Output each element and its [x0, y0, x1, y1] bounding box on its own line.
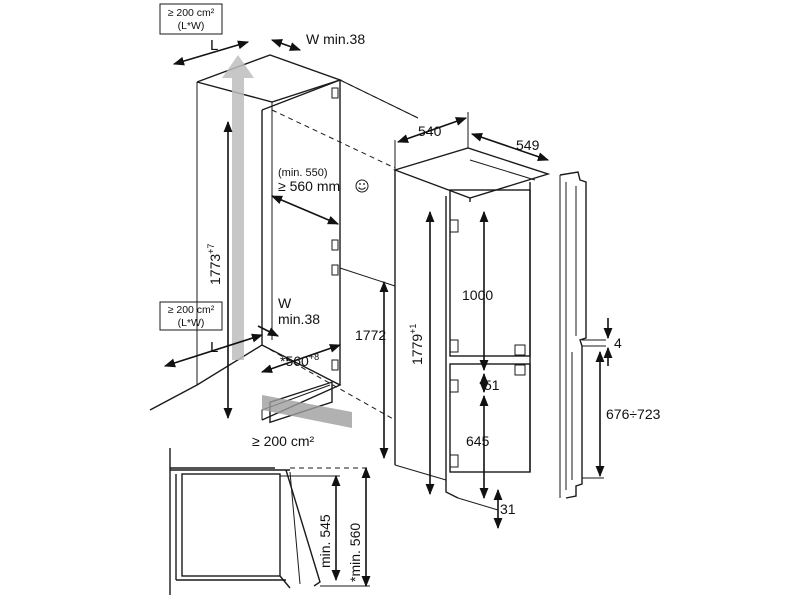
width-540-label: 540 — [418, 123, 442, 139]
door-range-label: 676÷723 — [606, 406, 661, 422]
label-l-top: L — [210, 37, 218, 54]
appliance-height-ref-label: 1772 — [355, 327, 386, 343]
label-l-mid: L — [210, 339, 218, 356]
dim-gap-51: 51 — [479, 372, 500, 394]
dim-freezer-height: 645 — [466, 394, 490, 500]
niche-width-label: *560+8 — [280, 352, 319, 369]
appliance-height-label: 1779+1 — [408, 324, 425, 365]
dim-appliance-height-ref: 1772 — [339, 267, 396, 460]
smiley-icon — [355, 179, 369, 193]
dim-plan-545: min. 545 — [280, 474, 341, 582]
door-rail — [559, 171, 606, 499]
vent-label-mid: ≥ 200 cm² (L*W) — [159, 301, 223, 331]
dim-l-w-top: L W min.38 — [172, 31, 365, 66]
vent-mid-line1: ≥ 200 cm² — [168, 304, 215, 316]
plan-view — [169, 448, 370, 595]
gap-51-label: 51 — [484, 377, 500, 393]
vent-mid-line2: (L*W) — [178, 317, 205, 329]
label-w-mid-2: min.38 — [278, 311, 320, 327]
depth-min-line2: ≥ 560 mm — [278, 178, 340, 194]
dim-niche-width: *560+8 — [260, 344, 342, 373]
dim-niche-height: 1773+7 — [206, 120, 233, 420]
vent-top-line2: (L*W) — [178, 20, 205, 32]
appliance — [392, 147, 551, 499]
dim-rail-gap-4: 4 — [603, 318, 622, 366]
depth-549-label: 549 — [516, 137, 540, 153]
dim-appliance-height: 1779+1 — [408, 210, 435, 496]
dim-l-w-mid: L W min.38 — [163, 295, 320, 368]
dim-door-range: 676÷723 — [595, 350, 661, 478]
dim-bottom-31: 31 — [457, 488, 516, 530]
depth-min-line1: (min. 550) — [278, 167, 328, 179]
dim-fridge-height: 1000 — [462, 210, 493, 372]
airflow-arrow-icon — [222, 55, 352, 428]
plan-min-560-label: *min. 560 — [347, 523, 363, 582]
fridge-height-label: 1000 — [462, 287, 493, 303]
vent-label-top: ≥ 200 cm² (L*W) — [159, 3, 223, 35]
freezer-height-label: 645 — [466, 433, 490, 449]
label-w-mid-1: W — [278, 295, 292, 311]
niche-height-label: 1773+7 — [206, 244, 223, 285]
rail-gap-4-label: 4 — [614, 335, 622, 351]
bottom-31-label: 31 — [500, 501, 516, 517]
dim-plan-560: *min. 560 — [320, 466, 371, 588]
dim-width-depth: 540 549 — [394, 112, 550, 170]
dim-depth-min: (min. 550) ≥ 560 mm — [270, 167, 369, 225]
vent-top-line1: ≥ 200 cm² — [168, 7, 215, 19]
vent-label-bottom: ≥ 200 cm² — [252, 433, 314, 449]
plan-min-545-label: min. 545 — [317, 514, 333, 568]
label-w-top: W min.38 — [306, 31, 365, 47]
